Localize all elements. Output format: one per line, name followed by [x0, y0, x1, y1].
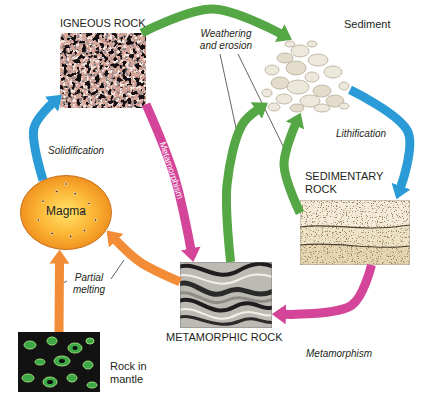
cycle-arrow	[226, 110, 257, 262]
sediment-pebbles	[339, 82, 349, 90]
magma-speck	[69, 235, 72, 238]
cycle-arrow	[33, 103, 52, 180]
mantle-rock-texture	[87, 382, 97, 388]
edge-label: Metamorphism	[155, 134, 188, 206]
sediment-pebbles	[307, 41, 317, 47]
magma-speck	[37, 219, 40, 222]
cycle-arrow	[285, 265, 372, 314]
mantle-rock-texture	[18, 332, 100, 392]
node-label: SEDIMENTARY ROCK	[305, 170, 395, 196]
mantle-rock-texture	[47, 346, 78, 384]
mantle-rock-texture	[86, 338, 94, 344]
sediment-pebbles	[324, 66, 342, 78]
sediment-pebbles	[262, 41, 349, 112]
mantle-rock-texture	[22, 374, 34, 382]
edge-label: Solidification	[48, 145, 120, 157]
cycle-arrow	[116, 240, 181, 282]
sediment-pebbles	[287, 80, 309, 94]
sedimentary-rock-texture	[300, 244, 410, 247]
metamorphic-rock-texture	[180, 300, 272, 311]
sedimentary-rock-image: SEDIMENTARY ROCK	[300, 200, 410, 265]
node-label: Sediment	[344, 18, 414, 31]
magma-speck	[42, 200, 45, 203]
magma-speck	[55, 190, 58, 193]
sediment-pebbles	[276, 94, 292, 104]
metamorphic-rock-texture	[180, 262, 272, 328]
mantle-rock-texture	[24, 341, 36, 349]
granite-texture	[60, 33, 146, 108]
leader-line	[111, 260, 124, 279]
sediment-pebbles	[314, 104, 330, 112]
sediment-pebbles	[268, 103, 280, 111]
magma-speck	[88, 202, 91, 205]
mantle-rock-texture	[35, 359, 45, 365]
magma-speck	[94, 219, 97, 222]
sediment-image: Sediment	[262, 38, 350, 112]
metamorphic-rock-texture	[180, 317, 272, 325]
leader-line	[238, 54, 285, 150]
mantle-rock-texture	[22, 337, 97, 388]
leader-line	[220, 54, 236, 128]
sediment-pebbles	[305, 72, 319, 82]
granite-texture	[60, 33, 146, 108]
node-label: Magma	[20, 204, 112, 218]
magma-shape	[21, 176, 112, 250]
sediment-pebbles	[262, 89, 272, 97]
sediment-pebbles	[313, 85, 331, 97]
mantle-rock-texture	[47, 337, 57, 345]
sediment-pebbles	[271, 77, 289, 89]
cycle-arrow	[146, 104, 191, 249]
metamorphic-rock-texture	[180, 275, 272, 284]
process-label: Partial melting	[66, 272, 112, 296]
granite-texture	[60, 33, 146, 108]
mantle-rock-texture	[68, 343, 82, 353]
mantle-rock-texture	[43, 377, 57, 387]
sediment-pebbles	[339, 103, 349, 109]
mantle-rock-texture	[83, 361, 93, 369]
sediment-pebbles	[265, 65, 279, 75]
sediment-pebbles	[291, 45, 309, 57]
node-label: Rock in mantle	[110, 360, 160, 386]
cycle-arrow	[55, 263, 65, 332]
sediment-pebbles	[290, 104, 304, 112]
mantle-rock-texture	[54, 356, 70, 366]
magma-speck	[83, 229, 86, 232]
granite-texture	[60, 33, 146, 108]
sedimentary-rock-texture	[300, 225, 410, 228]
granite-texture	[60, 33, 146, 108]
sedimentary-rock-texture	[300, 200, 410, 265]
sedimentary-rock-texture	[300, 200, 410, 265]
process-label: Weathering and erosion	[196, 28, 256, 52]
metamorphic-rock-texture	[180, 283, 272, 294]
mantle-rock-image: Rock in mantle	[18, 332, 100, 392]
metamorphic-rock-texture	[180, 262, 272, 328]
mantle-rock-texture	[18, 332, 100, 392]
sedimentary-rock-texture	[300, 200, 410, 265]
node-label: IGNEOUS ROCK	[60, 17, 180, 30]
mantle-rock-texture	[47, 380, 53, 384]
metamorphic-rock-image: METAMORPHIC ROCK	[180, 262, 272, 328]
sedimentary-rock-texture	[300, 200, 410, 265]
cycle-arrow	[284, 125, 300, 213]
magma-speck	[51, 232, 54, 235]
leader-line	[63, 54, 285, 283]
sediment-pebbles	[308, 54, 328, 66]
edge-label: Lithification	[336, 128, 402, 140]
igneous-rock-image: IGNEOUS ROCK	[60, 33, 146, 108]
magma-speck	[65, 183, 68, 186]
sediment-pebbles	[286, 61, 306, 75]
magma-speck	[74, 192, 77, 195]
node-label: METAMORPHIC ROCK	[166, 331, 306, 344]
mantle-rock-texture	[73, 346, 78, 350]
magma-ellipse: Magma	[20, 175, 112, 250]
mantle-rock-texture	[67, 374, 77, 382]
mantle-rock-texture	[59, 359, 65, 363]
sediment-pebbles	[285, 41, 295, 47]
edge-label: Metamorphism	[306, 348, 386, 360]
metamorphic-rock-texture	[180, 264, 272, 275]
sediment-pebbles	[277, 53, 293, 63]
